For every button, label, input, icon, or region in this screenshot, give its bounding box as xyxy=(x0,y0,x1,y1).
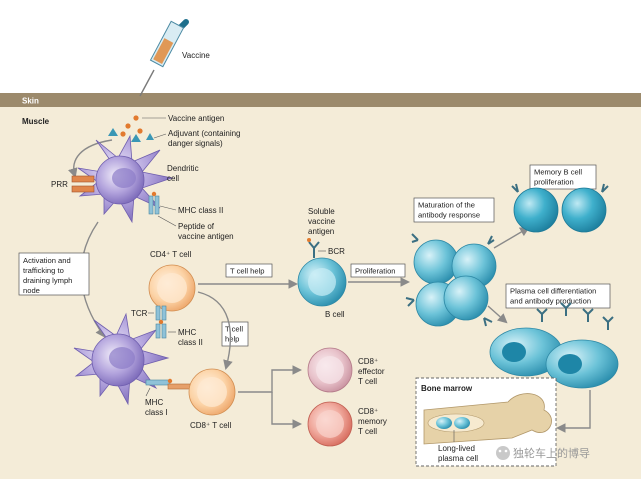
to-bone-marrow-arrow xyxy=(555,390,591,433)
mhc-ii-bottom-label-2: class II xyxy=(178,338,203,347)
bone-icon xyxy=(423,393,552,445)
cd4-label: CD4⁺ T cell xyxy=(150,250,191,259)
to-effector-arrow xyxy=(238,365,303,393)
tcr-mhc-ii-icon xyxy=(155,305,167,339)
plasma-label-1: Plasma cell differentiation xyxy=(510,287,596,296)
skin-band xyxy=(0,93,641,107)
plasma-cells xyxy=(489,327,619,389)
mhc-i-label-2: class I xyxy=(145,408,168,417)
long-lived-label-2: plasma cell xyxy=(438,454,478,463)
mhc-i-label-1: MHC xyxy=(145,398,163,407)
b-cell xyxy=(297,257,347,307)
activation-label-1: Activation and xyxy=(23,256,71,265)
uptake-arrow xyxy=(68,139,113,179)
cd8-memory-label-3: T cell xyxy=(358,427,377,436)
cd8-memory-label-2: memory xyxy=(358,417,387,426)
mhc-ii-label: MHC class II xyxy=(178,206,223,215)
proliferation-label: Proliferation xyxy=(355,267,396,276)
cd8-effector-label-2: effector xyxy=(358,367,385,376)
cd8-memory-label-1: CD8⁺ xyxy=(358,407,378,416)
maturation-box xyxy=(413,197,495,223)
t-cell-help-box xyxy=(225,263,273,278)
t-cell-help-box-2 xyxy=(221,321,249,347)
to-memory-b-arrow xyxy=(493,226,530,249)
dendritic-label-1: Dendritic xyxy=(167,164,199,173)
cd8-label: CD8⁺ T cell xyxy=(190,421,231,430)
proliferation-box xyxy=(350,263,406,278)
dendritic-cell-bottom xyxy=(73,312,170,406)
activation-label-4: node xyxy=(23,286,40,295)
activation-label-3: draining lymph xyxy=(23,276,72,285)
soluble-label-1: Soluble xyxy=(308,207,335,216)
watermark-logo-icon xyxy=(496,446,510,460)
syringe-icon xyxy=(139,19,189,97)
mhc-ii-bottom-label-1: MHC xyxy=(178,328,196,337)
soluble-label-2: vaccine xyxy=(308,217,336,226)
peptide-label-2: vaccine antigen xyxy=(178,232,234,241)
t-cell-help-label: T cell help xyxy=(230,267,264,276)
activation-box xyxy=(18,252,90,296)
tcr-label: TCR xyxy=(131,309,148,318)
muscle-label: Muscle xyxy=(22,117,50,126)
memory-b-label-1: Memory B cell xyxy=(534,168,582,177)
maturation-label-1: Maturation of the xyxy=(418,201,475,210)
to-memory-arrow xyxy=(271,392,303,429)
b-cell-label: B cell xyxy=(325,310,345,319)
dendritic-label-2: cell xyxy=(167,174,179,183)
cd8-effector-label-1: CD8⁺ xyxy=(358,357,378,366)
prr-label: PRR xyxy=(51,180,68,189)
bcr-receptor-icon xyxy=(307,238,320,258)
bcr-label: BCR xyxy=(328,247,345,256)
outside-area xyxy=(0,0,641,93)
plasma-label-2: and antibody production xyxy=(510,297,591,306)
plasma-box xyxy=(505,283,611,309)
vaccine-particles xyxy=(108,115,154,142)
cd8-effector-label-3: T cell xyxy=(358,377,377,386)
peptide-label-1: Peptide of xyxy=(178,222,215,231)
watermark-text: 独轮车上的博导 xyxy=(513,446,590,460)
memory-b-label-2: proliferation xyxy=(534,178,574,187)
maturation-label-2: antibody response xyxy=(418,211,480,220)
t-cell-help-2-label-1: T cell xyxy=(225,325,243,334)
bone-marrow-label: Bone marrow xyxy=(421,384,473,393)
help-to-cd8-arrow xyxy=(197,291,233,371)
activation-label-2: trafficking to xyxy=(23,266,64,275)
memory-b-box xyxy=(529,164,597,190)
to-plasma-arrow xyxy=(487,305,508,324)
vaccine-label: Vaccine xyxy=(182,51,210,60)
t-cell-help-2-label-2: help xyxy=(225,335,239,344)
b-cell-cluster xyxy=(405,233,497,327)
memory-b-cells xyxy=(511,183,609,233)
prr-receptor-icon xyxy=(71,175,95,193)
mhc-ii-receptor-icon xyxy=(148,191,160,215)
dendritic-cell-top xyxy=(77,134,174,224)
soluble-label-3: antigen xyxy=(308,227,334,236)
vaccine-antigen-label: Vaccine antigen xyxy=(168,114,224,123)
long-lived-label-1: Long-lived xyxy=(438,444,475,453)
adjuvant-label-1: Adjuvant (containing xyxy=(168,129,241,138)
antibodies-icon xyxy=(536,302,614,330)
adjuvant-label-2: danger signals) xyxy=(168,139,223,148)
skin-label: Skin xyxy=(22,97,39,106)
